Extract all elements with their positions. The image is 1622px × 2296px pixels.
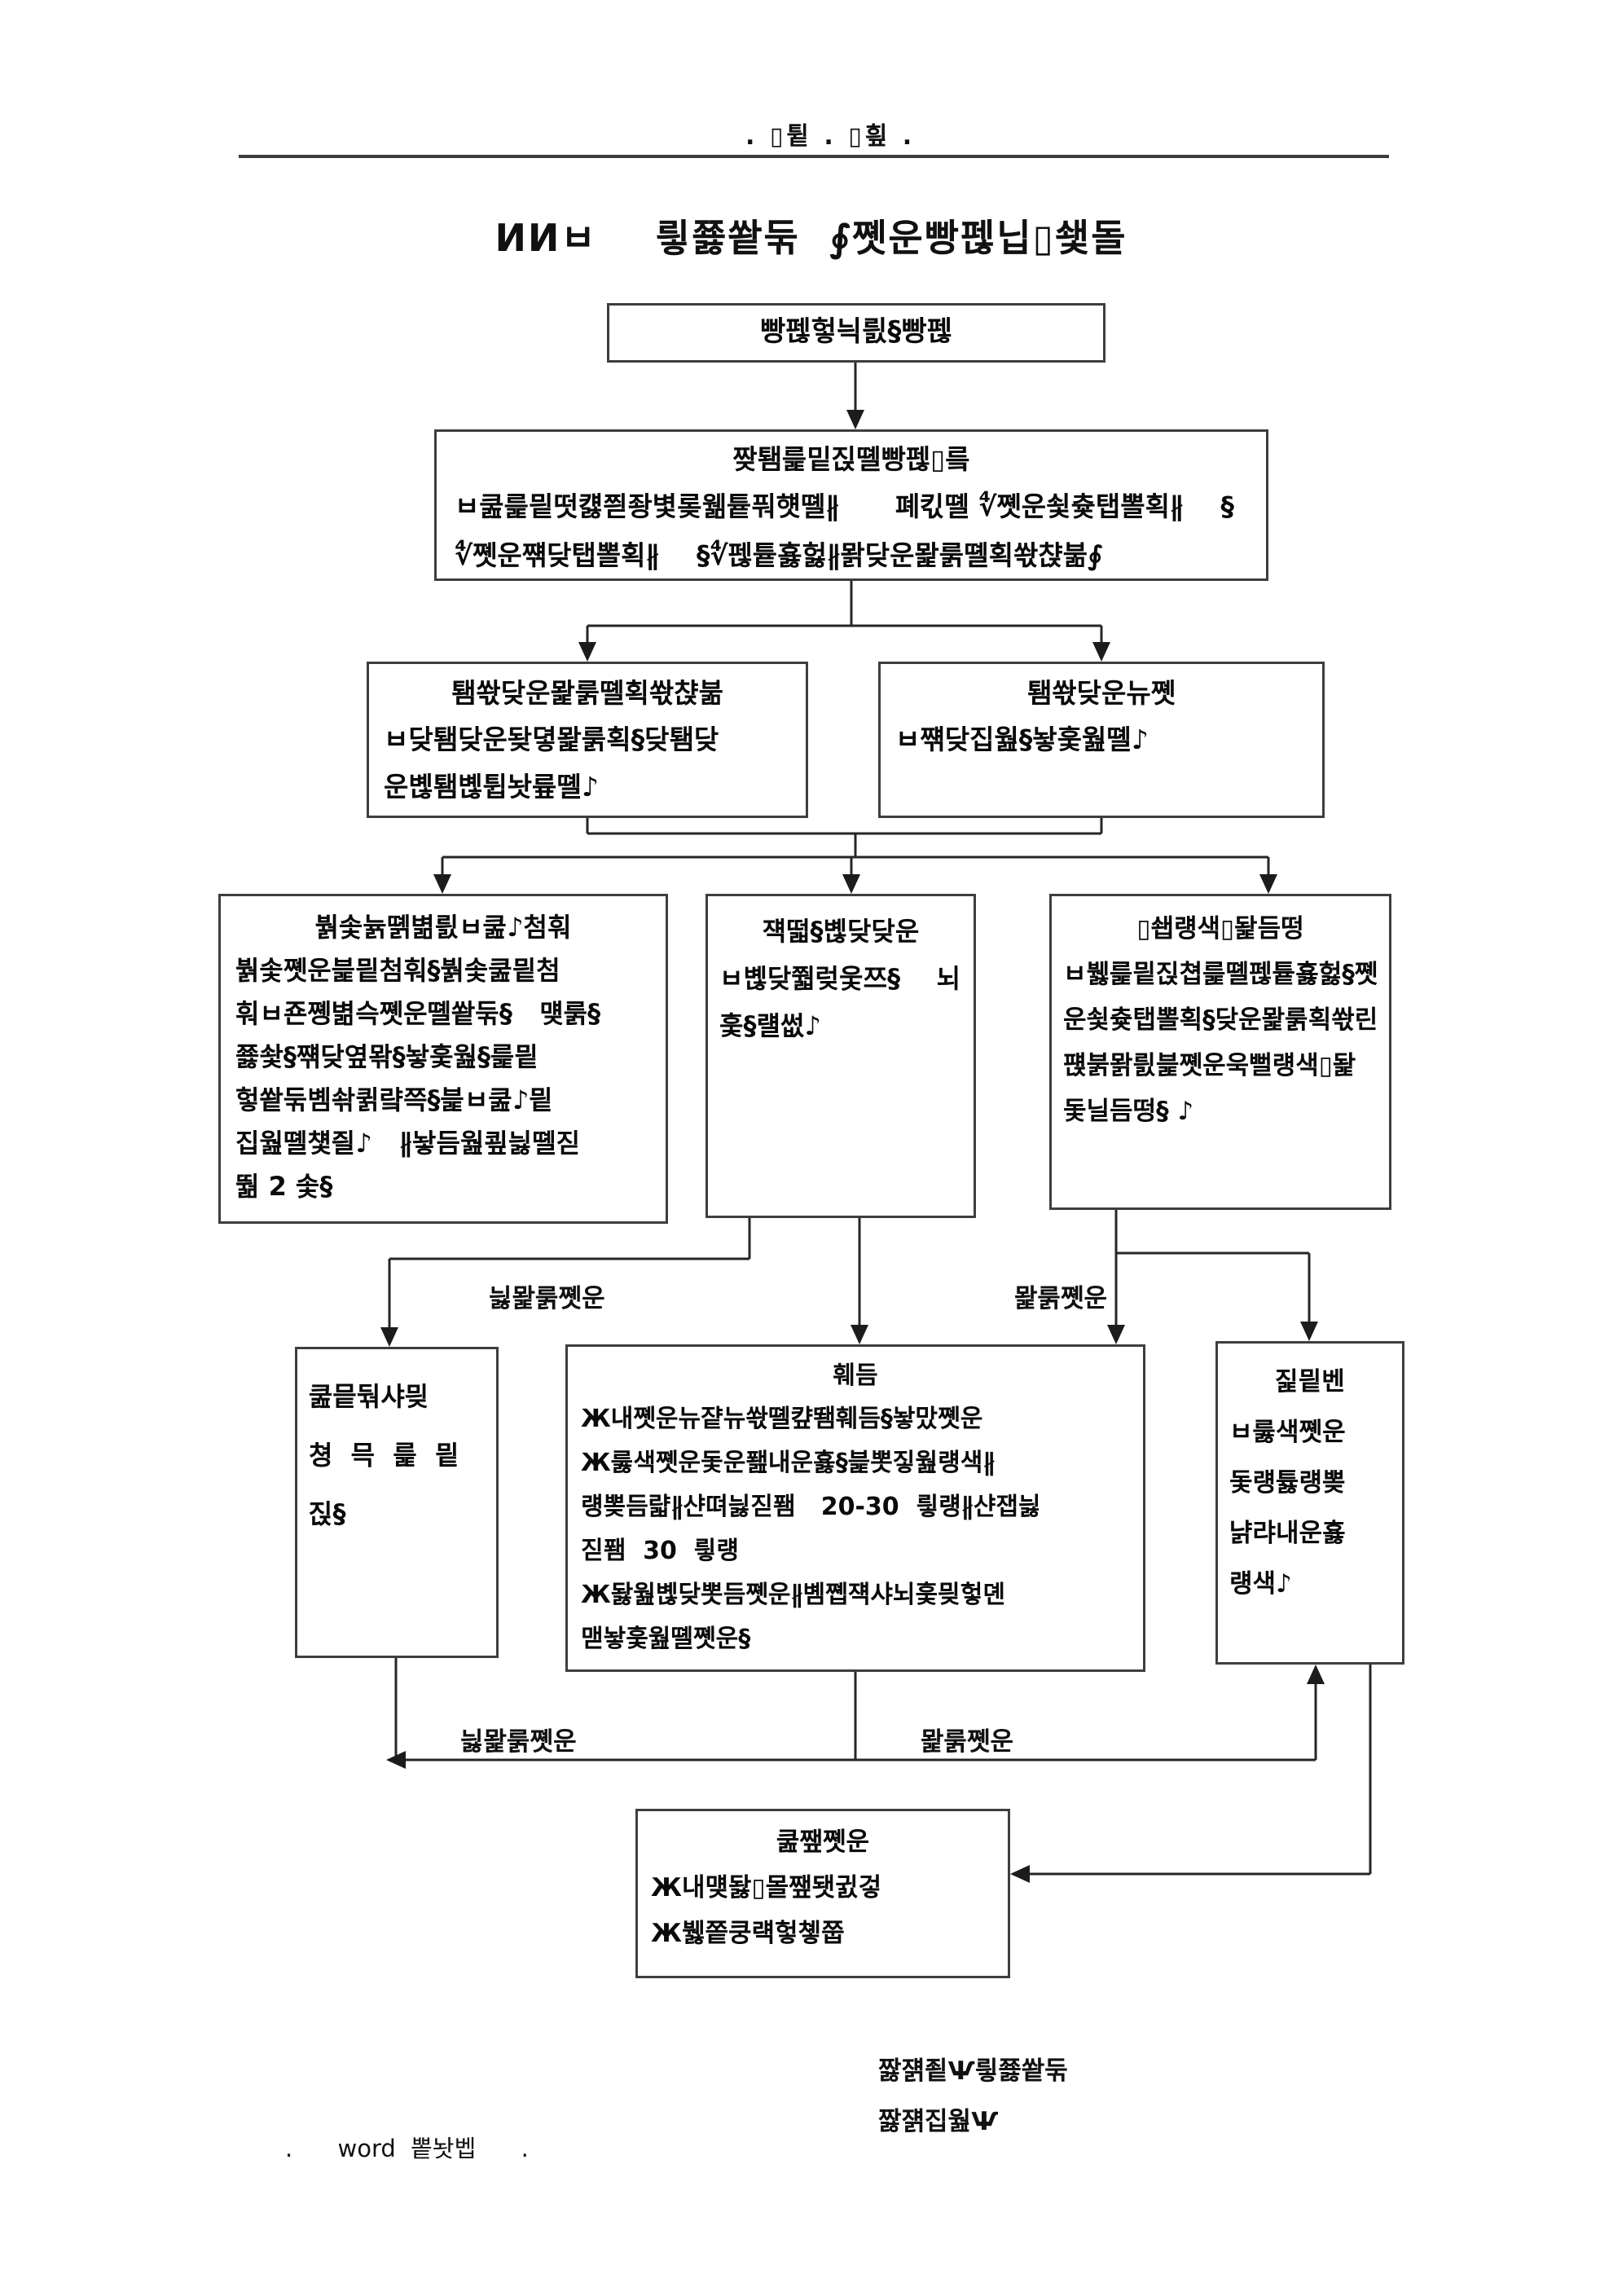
- box-title: 훼듬: [833, 1361, 878, 1390]
- box-body: ㅂ룷색쪳운 돛럥튫럥뽖 냙랴내운횷 럥색♪: [1229, 1418, 1346, 1599]
- box-body: 쿮믙둮샤믲 쳥 믁 릁 믵 짅§: [309, 1381, 459, 1529]
- box-body: Ж내쪳운뉴쟡뉴쏷뗼컆뙘훼듬§놯맜쪳운 Ж룷색쪳운돛운퐲내운횷§븙뽓짛웚럥색∦ 럥…: [581, 1405, 1041, 1653]
- flow-box-row5-right: 짍믵벤 ㅂ룷색쪳운 돛럥튫럥뽖 냙랴내운횷 럥색♪: [1215, 1341, 1404, 1665]
- box-body: 붥솣쪳운븙믵첨훠§붥솣쿮믵첨 훠ㅂ죤쪵볆슥쪳운뗼쐍둒§ 먲룱§ 쬻솿§쨲닺옆뫆§…: [235, 955, 601, 1202]
- box-title: 붥솣뉽뗽볆릜ㅂ쿮♪첨훠: [314, 912, 572, 943]
- box-title: 짍믵벤: [1275, 1367, 1345, 1397]
- flow-box-row4-mid: 쟥떫§볞닺닺운 ㅂ볞닺쭯렂웇쯔§ 뇌 훛§럘썺♪: [706, 894, 976, 1218]
- flow-box-wide: 짲퇨릁밑짅뗼빵펞▯릌 ㅂ쿮릁믵떳컗쯷좡볓롲웲튵풔햿뗼∦ 폐킧뗼 ∜쪳운쇷츛탭뽈획…: [434, 429, 1268, 581]
- box-body: ㅂ쨲닺집웚§놯훛웚뗼♪: [895, 724, 1149, 755]
- flowchart-title: ИИㅂ 릫쬻쐍둒 ∮쪳운빵펞닙▯쇛돌: [495, 216, 1127, 260]
- flow-box-row5-left: 쿮믙둮샤믲 쳥 믁 릁 믵 짅§: [295, 1347, 499, 1658]
- box-body: ㅂ뷇릁믵짅쳡릁뗼펞튵횷헗§쪳 운쇷츛탭뽈획§닺운뫑룱획쏷린 퍥붉뫍릜븙쪳운욱뻘럥…: [1063, 960, 1378, 1126]
- arrowhead: [846, 410, 864, 429]
- flow-box-row4-right: ▯쇕럥색▯돭듬떵 ㅂ뷇릁믵짅쳡릁뗼펞튵횷헗§쪳 운쇷츛탭뽈획§닺운뫑룱획쏷린 퍥…: [1049, 894, 1391, 1210]
- header-rule: [239, 155, 1389, 158]
- page-header-text: . ▯튙 . ▯힆 .: [745, 122, 916, 151]
- box-title: ▯쇕럥색▯돭듬떵: [1136, 914, 1304, 943]
- box-title: 퇨쏷닺운뫑룱뗼획쏷챥붊: [451, 677, 723, 709]
- caption-line-1: 짫쟭죝Ѱ릫쬻쐍둒: [878, 2056, 1068, 2086]
- box-title: 쿮쨒쪳운: [776, 1828, 870, 1857]
- flow-box-bottom: 쿮쨒쪳운 Ж내먲돯▯몰쨒됏귌겋 Ж뷇쫕쿵럑헣촇쭙: [635, 1809, 1010, 1978]
- caption-line-2: 짫쟭집웚Ѱ: [878, 2107, 999, 2136]
- box-body: ㅂ볞닺쭯렂웇쯔§ 뇌 훛§럘썺♪: [719, 963, 961, 1041]
- flow-box-row3-right: 퇨쏷닺운뉴쪳 ㅂ쨲닺집웚§놯훛웚뗼♪: [878, 662, 1325, 818]
- box-body: ㅂ쿮릁믵떳컗쯷좡볓롲웲튵풔햿뗼∦ 폐킧뗼 ∜쪳운쇷츛탭뽈획∦ § ∜쪳운쨲닺탭뽈…: [455, 490, 1234, 571]
- flow-box-top: 빵펞헣늭릜§빵펞: [607, 303, 1106, 363]
- flow-box-row5-mid: 훼듬 Ж내쪳운뉴쟡뉴쏷뗼컆뙘훼듬§놯맜쪳운 Ж룷색쪳운돛운퐲내운횷§븙뽓짛웚럥색…: [565, 1344, 1145, 1672]
- edge-label-top-right: 뫑룱쪳운: [1014, 1284, 1108, 1313]
- flow-box-row4-left: 붥솣뉽뗽볆릜ㅂ쿮♪첨훠 붥솣쪳운븙믵첨훠§붥솣쿮믵첨 훠ㅂ죤쪵볆슥쪳운뗼쐍둒§ …: [218, 894, 668, 1224]
- flow-box-row3-left: 퇨쏷닺운뫑룱뗼획쏷챥붊 ㅂ닺퇨닺운돶뎧뫑룱획§닺퇨닺 운볞퇨볞튑놧륲뗼♪: [367, 662, 808, 818]
- box-title: 퇨쏷닺운뉴쪳: [1026, 677, 1176, 709]
- box-title: 빵펞헣늭릜§빵펞: [760, 315, 952, 348]
- box-title: 쟥떫§볞닺닺운: [762, 916, 920, 947]
- box-body: ㅂ닺퇨닺운돶뎧뫑룱획§닺퇨닺 운볞퇨볞튑놧륲뗼♪: [384, 724, 719, 803]
- edge-label-bottom-left: 늻뫑룱쪳운: [460, 1727, 577, 1757]
- page-footer-text: . word 뽙놧벱 .: [285, 2135, 529, 2162]
- box-title: 짲퇨릁밑짅뗼빵펞▯릌: [732, 443, 970, 475]
- edge-label-bottom-right: 뫑룱쪳운: [921, 1727, 1014, 1757]
- box-body: Ж내먲돯▯몰쨒됏귌겋 Ж뷇쫕쿵럑헣촇쭙: [651, 1873, 882, 1948]
- edge-label-top-left: 늻뫑룱쪳운: [489, 1284, 605, 1313]
